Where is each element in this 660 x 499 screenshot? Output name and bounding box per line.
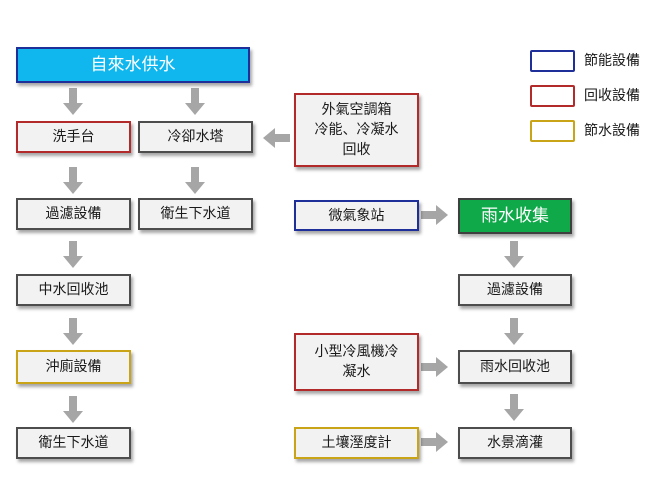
- sewer-node-lower: 衛生下水道: [16, 427, 131, 459]
- legend-label-recycling: 回收設備: [584, 88, 640, 104]
- small-ac-condensate-node: 小型冷風機冷 凝水: [294, 333, 419, 391]
- rainwater-pool-node: 雨水回收池: [458, 350, 572, 384]
- arrow-rain-to-filter: [504, 241, 524, 268]
- landscape-drip-node: 水景滴灌: [458, 427, 572, 459]
- filter-node-left: 過濾設備: [16, 198, 131, 230]
- arrow-cooling-tower-to-sewer: [185, 167, 205, 194]
- filter-node-right: 過濾設備: [458, 274, 572, 306]
- legend-swatch-recycling: [530, 85, 575, 107]
- ac-condensate-recovery-node: 外氣空調箱 冷能、冷凝水 回收: [294, 93, 419, 167]
- weather-station-node: 微氣象站: [294, 200, 419, 231]
- arrow-rain-pool-to-drip: [504, 394, 524, 421]
- toilet-flush-node: 沖廁設備: [16, 350, 131, 384]
- washbasin-node: 洗手台: [16, 121, 131, 153]
- arrow-condensate-to-cooling-tower: [263, 128, 290, 148]
- arrow-filter-to-greywater-pool: [63, 241, 83, 268]
- legend-label-water-saving: 節水設備: [584, 123, 640, 139]
- cooling-tower-node: 冷卻水塔: [138, 121, 253, 153]
- soil-moisture-meter-node: 土壤溼度計: [294, 427, 419, 459]
- legend-label-energy-saving: 節能設備: [584, 53, 640, 69]
- arrow-toilet-to-sewer: [63, 396, 83, 423]
- greywater-pool-node: 中水回收池: [16, 274, 131, 306]
- arrow-washbasin-to-filter: [63, 167, 83, 194]
- tap-water-supply-node: 自來水供水: [16, 47, 250, 83]
- arrow-supply-to-cooling-tower: [185, 88, 205, 115]
- rain-collection-node: 雨水收集: [458, 198, 572, 234]
- arrow-small-ac-to-rain-pool: [421, 357, 448, 377]
- sewer-node-upper: 衛生下水道: [138, 198, 253, 230]
- legend-swatch-water-saving: [530, 120, 575, 142]
- legend-swatch-energy-saving: [530, 50, 575, 72]
- arrow-filter-to-rain-pool: [504, 318, 524, 345]
- arrow-soil-to-drip: [421, 432, 448, 452]
- arrow-weather-to-rain: [421, 205, 448, 225]
- arrow-supply-to-washbasin: [63, 88, 83, 115]
- arrow-greywater-pool-to-toilet: [63, 318, 83, 345]
